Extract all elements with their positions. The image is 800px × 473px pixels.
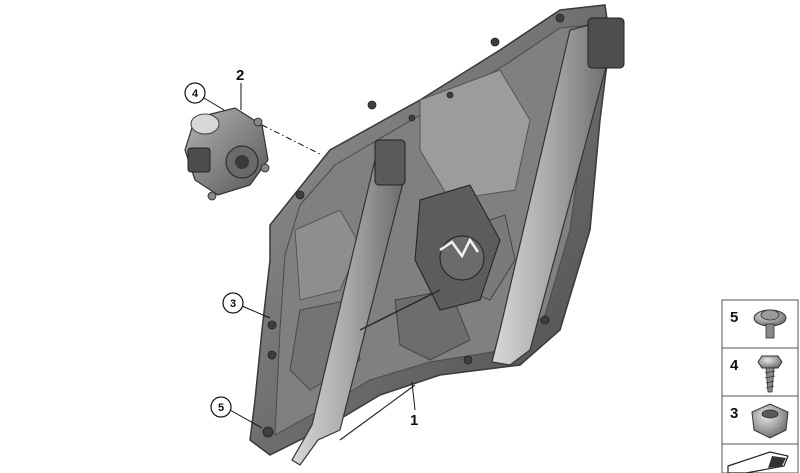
leader-part1: [411, 381, 416, 411]
regulator-rail-right: [491, 17, 625, 366]
legend-item-3-number: 3: [730, 405, 738, 422]
clip-nut-icon: [751, 403, 789, 439]
callout-part2: 2: [236, 67, 244, 84]
callout-part3-number: 3: [230, 298, 236, 310]
regulator-rail-left: [291, 139, 406, 466]
motor-assembly-leader: [261, 124, 323, 156]
leader-part4: [203, 97, 225, 111]
legend-item-5-number: 5: [730, 309, 738, 326]
direction-arrow-icon: [727, 451, 789, 473]
window-motor: [184, 107, 270, 201]
fastener-legend: 5 4 3: [721, 299, 799, 473]
callout-part5: 5: [210, 396, 232, 418]
washer-screw-icon: [753, 309, 787, 339]
callout-part3: 3: [222, 292, 244, 314]
legend-item-4-number: 4: [730, 357, 739, 374]
leader-part3: [241, 305, 271, 319]
hex-screw-icon: [757, 355, 783, 393]
callout-part4-number: 4: [192, 88, 199, 100]
regulator-drive-unit: [339, 184, 501, 441]
callout-part5-number: 5: [218, 402, 224, 414]
callout-part1: 1: [410, 412, 418, 429]
callout-part4: 4: [184, 82, 206, 104]
leader-part5: [229, 409, 263, 429]
